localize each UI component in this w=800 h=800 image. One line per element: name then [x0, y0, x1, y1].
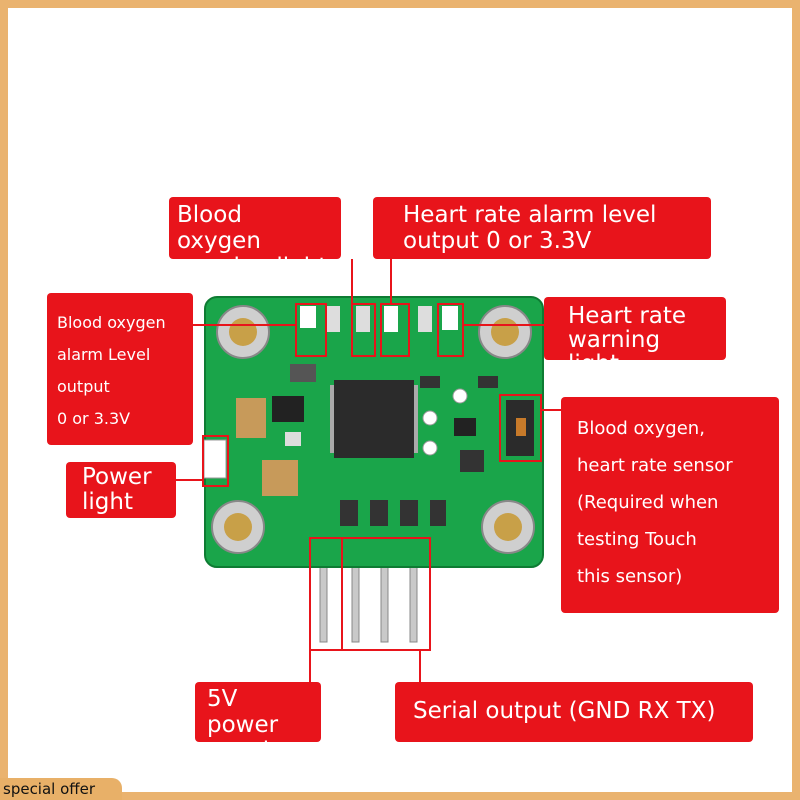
label-oxygen-heart-rate-sensor: Blood oxygen, heart rate sensor (Require… [561, 397, 779, 613]
label-power-light: Power light [66, 462, 176, 518]
label-blood-oxygen-warning-light: Blood oxygen warning light [169, 197, 341, 280]
label-heart-rate-alarm-level: Heart rate alarm level output 0 or 3.3V [373, 197, 711, 259]
label-text: Serial output (GND RX TX) [413, 698, 716, 724]
label-text: Blood oxygen alarm Level output 0 or 3.3… [57, 313, 166, 428]
label-text: Blood oxygen, heart rate sensor (Require… [577, 418, 733, 587]
callout-lines [176, 259, 561, 682]
label-text: 5V power supply [207, 686, 283, 764]
label-text: Power light [82, 464, 152, 515]
main-chip [330, 380, 418, 458]
label-text: Heart rate warning light [568, 303, 687, 377]
special-offer-badge[interactable]: special offer [0, 778, 122, 800]
label-5v-power-supply: 5V power supply [195, 682, 321, 764]
label-heart-rate-warning-light: Heart rate warning light [544, 297, 726, 376]
label-text: Blood oxygen warning light [177, 202, 328, 280]
label-blood-oxygen-alarm-level: Blood oxygen alarm Level output 0 or 3.3… [47, 293, 193, 445]
label-text: Heart rate alarm level output 0 or 3.3V [403, 202, 657, 254]
badge-text: special offer [3, 780, 96, 798]
label-serial-output: Serial output (GND RX TX) [395, 682, 753, 742]
smd-components [203, 306, 534, 526]
